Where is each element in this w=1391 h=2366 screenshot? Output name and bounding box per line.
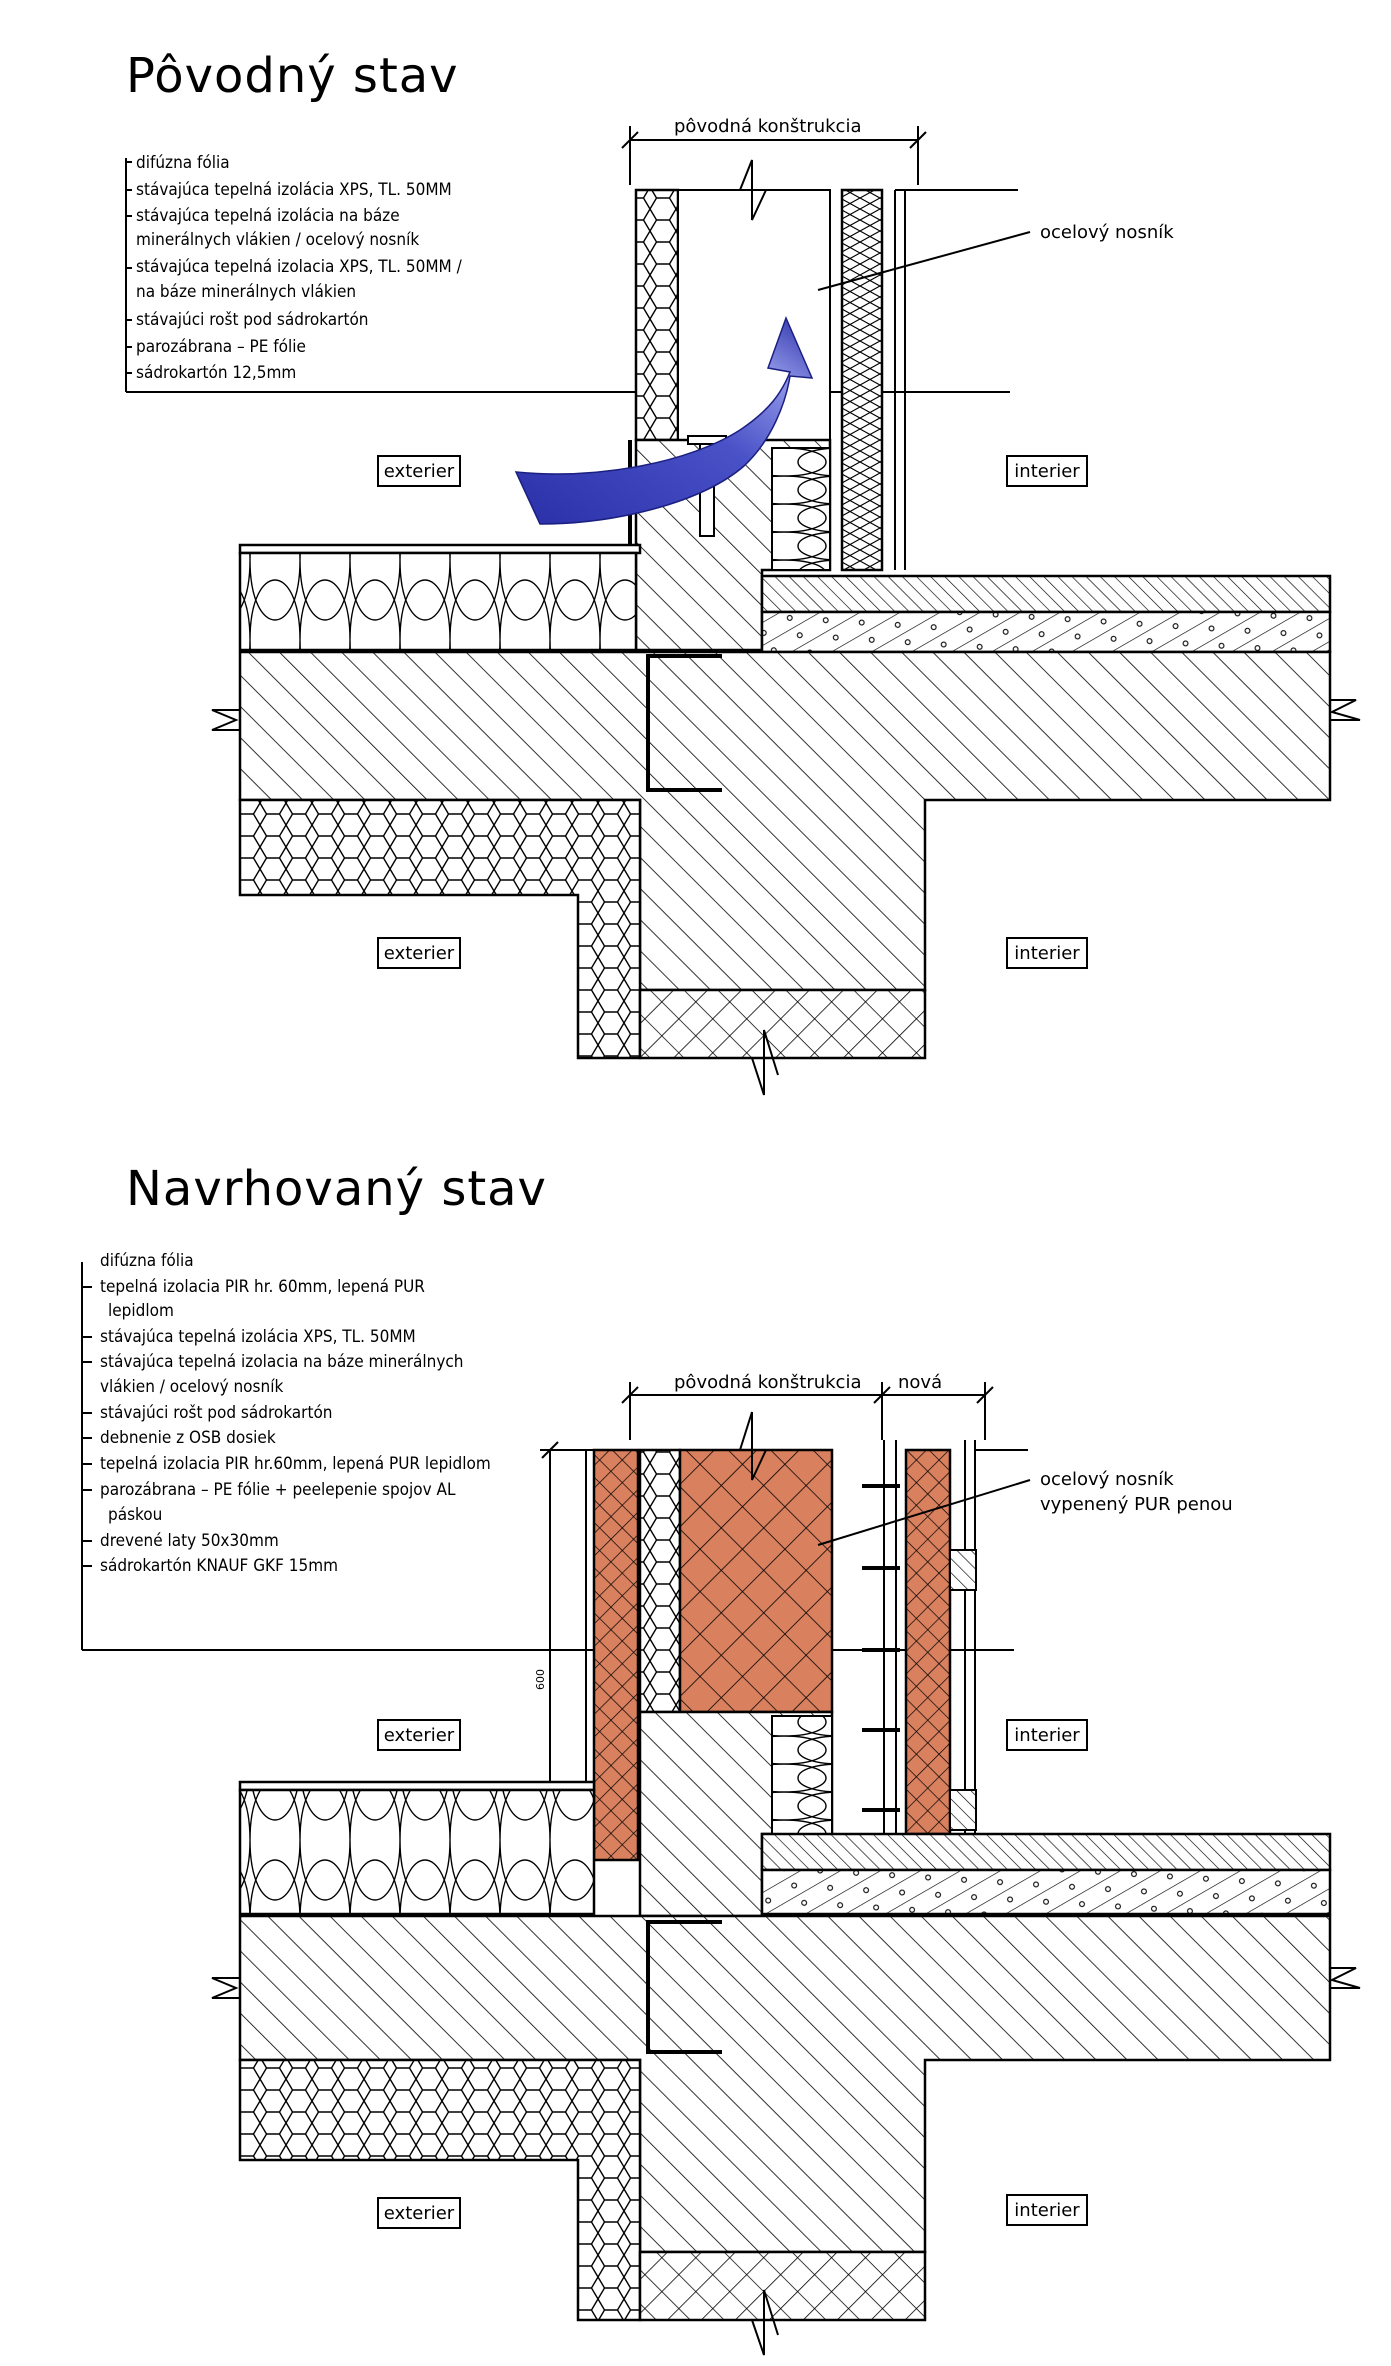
fixing-anchors [862,1484,900,1812]
label-interior-upper: interier [1006,455,1088,487]
dimension-original-construction: pôvodná konštrukcia [621,116,927,185]
legend-line: tepelná izolacia PIR hr. 60mm, lepená PU… [100,1277,425,1297]
legend-line: tepelná izolacia PIR hr.60mm, lepená PUR… [100,1454,491,1474]
legend-line: parozábrana – PE fólie [136,337,306,357]
legend-original: difúzna fólia stávajúca tepelná izolácia… [125,153,1010,393]
pur-foamed-beam [678,1448,834,1714]
mineral-wool-block [771,1715,833,1835]
legend-line: difúzna fólia [136,153,230,173]
legend-line: parozábrana – PE fólie + peelepenie spoj… [100,1480,456,1500]
legend-proposed: difúzna fólia tepelná izolacia PIR hr. 6… [81,1251,1014,1651]
svg-text:exterier: exterier [384,2203,455,2224]
label-interior-lower: interier [1006,2194,1088,2226]
floor-finish [760,1832,1332,1872]
dimension-vertical-label: 600 [534,1669,547,1690]
wooden-batten [949,1789,977,1831]
proposed-state-section: Navrhovaný stav difúzna fólia tepelná iz… [81,1161,1361,2356]
legend-line: stávajúci rošt pod sádrokartón [100,1403,333,1423]
svg-text:interier: interier [1014,1725,1080,1746]
label-exterior-upper: exterier [377,455,461,487]
xps-insulation-soffit [238,798,642,1060]
mineral-wool-roof [238,551,638,652]
pir-insulation-exterior [592,1448,640,1862]
legend-line: difúzna fólia [100,1251,194,1271]
floor-finish [760,574,1332,614]
steel-c-profile [646,654,722,792]
legend-line: páskou [108,1505,162,1525]
heat-flow-arrow [514,315,814,525]
xps-insulation-soffit [238,2058,642,2322]
steel-c-profile [646,1920,722,2054]
svg-text:interier: interier [1014,461,1080,482]
svg-text:exterier: exterier [384,1725,455,1746]
title-proposed-state: Navrhovaný stav [126,1161,547,1217]
dimension-label: pôvodná konštrukcia [674,116,862,137]
screed-layer [760,610,1332,654]
dimension-label-original: pôvodná konštrukcia [674,1372,862,1393]
title-original-state: Pôvodný stav [126,48,459,104]
legend-line: sádrokartón KNAUF GKF 15mm [100,1556,338,1576]
svg-text:exterier: exterier [384,943,455,964]
mineral-wool-wall [840,188,884,572]
beam-note-line-1: ocelový nosník [1040,1469,1174,1490]
label-exterior-upper: exterier [377,1719,461,1751]
mineral-wool-block [771,447,831,571]
xps-insulation-wall [634,188,680,442]
foundation-block [638,988,927,1060]
legend-line: stávajúca tepelná izolacia XPS, TL. 50MM… [136,257,463,277]
label-interior-upper: interier [1006,1719,1088,1751]
legend-line: vlákien / ocelový nosník [100,1377,283,1397]
legend-line: stávajúca tepelná izolácia XPS, TL. 50MM [100,1327,416,1347]
steel-beam-cavity [677,189,831,441]
legend-line: stávajúca tepelná izolácia na báze [136,206,400,226]
legend-line: minerálnych vlákien / ocelový nosník [136,230,419,250]
label-interior-lower: interier [1006,937,1088,969]
pir-insulation-interior [904,1448,952,1836]
legend-line: stávajúci rošt pod sádrokartón [136,310,369,330]
legend-line: lepidlom [108,1301,174,1321]
legend-line: sádrokartón 12,5mm [136,363,296,383]
original-state-section: Pôvodný stav difúzna fólia stávajúca tep… [125,48,1361,1096]
svg-text:interier: interier [1014,2200,1080,2221]
label-exterior-lower: exterier [377,2197,461,2229]
beam-note-line-2: vypenený PUR penou [1040,1494,1233,1515]
legend-line: stávajúca tepelná izolácia XPS, TL. 50MM [136,180,452,200]
legend-line: stávajúca tepelná izolacia na báze miner… [100,1352,464,1372]
mineral-wool-roof [238,1788,596,1916]
foundation-block [638,2250,927,2322]
legend-line: drevené laty 50x30mm [100,1531,279,1551]
wooden-batten [949,1549,977,1591]
legend-line: na báze minerálnych vlákien [136,282,356,302]
svg-text:exterier: exterier [384,461,455,482]
label-exterior-lower: exterier [377,937,461,969]
dimension-label-new: nová [898,1372,942,1393]
screed-layer [760,1868,1332,1916]
beam-note: ocelový nosník [1040,222,1174,243]
legend-line: debnenie z OSB dosiek [100,1428,276,1448]
svg-text:interier: interier [1014,943,1080,964]
dimension-original-and-new: pôvodná konštrukcia nová [621,1372,994,1440]
xps-insulation-wall [638,1448,682,1714]
